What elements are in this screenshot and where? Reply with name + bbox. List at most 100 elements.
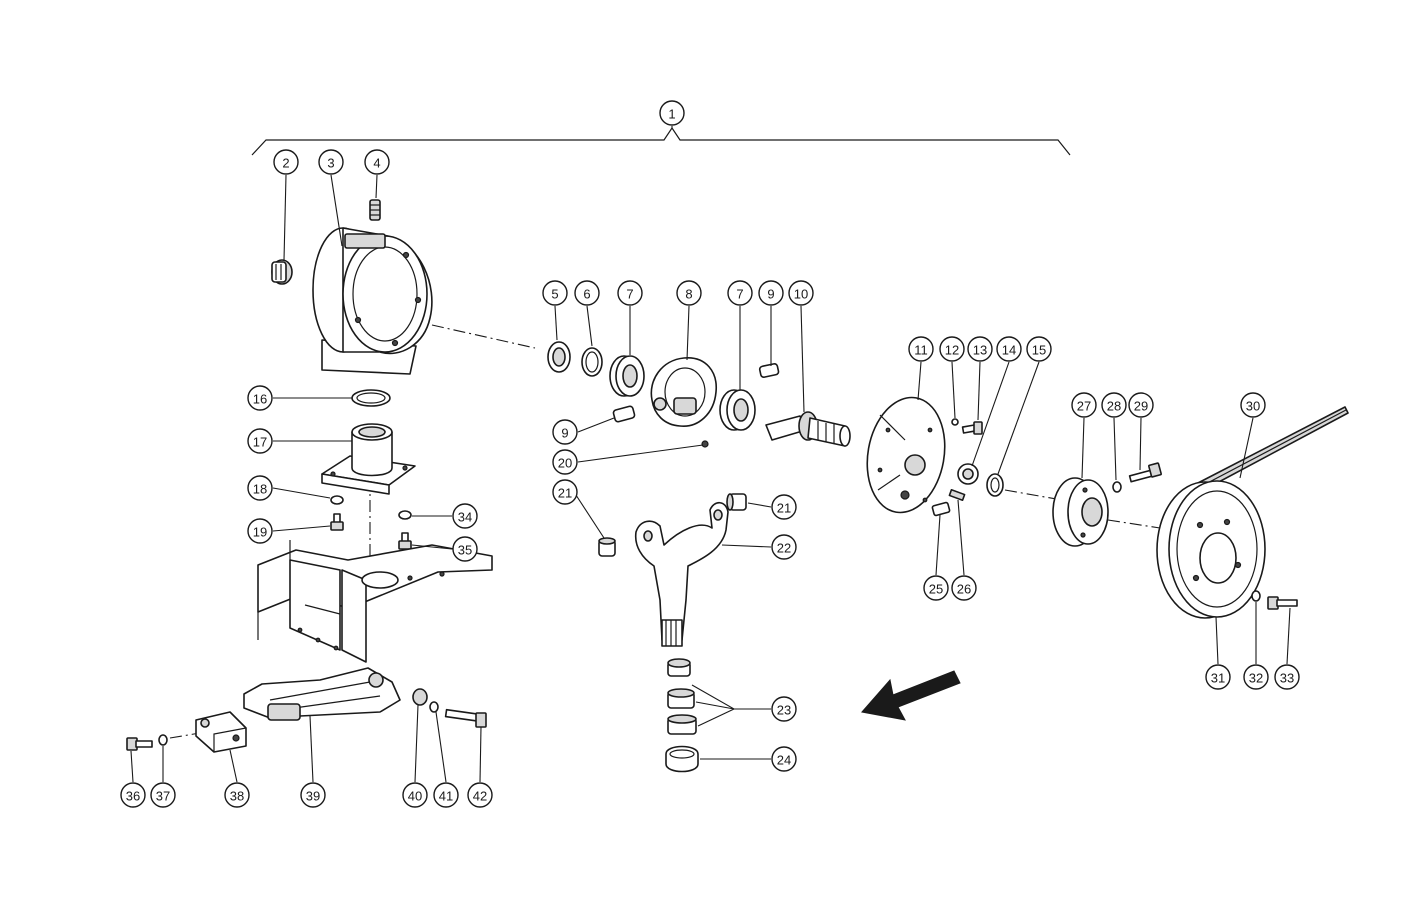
- callout-6: 6: [574, 280, 600, 306]
- callout-19: 19: [247, 518, 273, 544]
- svg-text:17: 17: [253, 435, 267, 450]
- part-bolt-33: [1267, 596, 1298, 610]
- part-bolt-35: [398, 532, 412, 550]
- svg-text:18: 18: [253, 482, 267, 497]
- callout-2: 2: [273, 149, 299, 175]
- part-flange-plate: [866, 396, 946, 514]
- part-gear-housing: [312, 227, 433, 375]
- svg-text:9: 9: [561, 426, 568, 441]
- svg-text:6: 6: [583, 287, 590, 302]
- part-washer-34: [398, 510, 412, 520]
- callout-13: 13: [967, 336, 993, 362]
- callout-14: 14: [996, 336, 1022, 362]
- callout-21a: 21: [552, 479, 578, 505]
- callout-41: 41: [433, 782, 459, 808]
- part-washer-32: [1251, 590, 1261, 602]
- svg-text:29: 29: [1134, 399, 1148, 414]
- callout-27: 27: [1071, 392, 1097, 418]
- svg-text:14: 14: [1002, 343, 1016, 358]
- part-bushing: [957, 463, 979, 485]
- callout-15: 15: [1026, 336, 1052, 362]
- svg-text:33: 33: [1280, 671, 1294, 686]
- part-washer-12: [951, 418, 959, 426]
- part-pin-upper: [758, 362, 780, 378]
- callout-5: 5: [542, 280, 568, 306]
- part-fork-shaft: [634, 501, 729, 647]
- part-grease-nipple: [369, 199, 381, 221]
- callout-29: 29: [1128, 392, 1154, 418]
- part-seal-15: [986, 473, 1004, 497]
- part-needle-bearing-bottom: [667, 714, 697, 735]
- part-pulley: [1156, 480, 1266, 619]
- svg-text:34: 34: [458, 510, 472, 525]
- callout-11: 11: [908, 336, 934, 362]
- callout-20: 20: [552, 449, 578, 475]
- svg-text:25: 25: [929, 582, 943, 597]
- part-bolt-29: [1128, 462, 1162, 483]
- svg-text:39: 39: [306, 789, 320, 804]
- part-pin-lower: [612, 405, 636, 423]
- part-seal: [547, 341, 571, 373]
- part-washer-37: [158, 734, 168, 746]
- svg-text:9: 9: [767, 287, 774, 302]
- part-o-ring: [351, 389, 391, 407]
- callout-22: 22: [771, 534, 797, 560]
- callout-7b: 7: [727, 280, 753, 306]
- callout-8: 8: [676, 280, 702, 306]
- svg-text:7: 7: [626, 287, 633, 302]
- part-mounting-flange: [321, 423, 416, 495]
- svg-text:16: 16: [253, 392, 267, 407]
- part-bolt-42: [444, 708, 487, 728]
- svg-text:22: 22: [777, 541, 791, 556]
- part-needle-bushing-left: [598, 537, 616, 557]
- callout-26: 26: [951, 575, 977, 601]
- part-input-shaft: [765, 411, 851, 447]
- part-key: [948, 488, 966, 502]
- callout-25: 25: [923, 575, 949, 601]
- part-bushing-40: [412, 688, 428, 706]
- callout-10: 10: [788, 280, 814, 306]
- callout-38: 38: [224, 782, 250, 808]
- part-frame: [257, 540, 493, 663]
- svg-text:13: 13: [973, 343, 987, 358]
- part-ball-bearing-right: [719, 389, 756, 431]
- callout-24: 24: [771, 746, 797, 772]
- axis-centerline-arm: [169, 732, 201, 739]
- part-seal-24: [665, 745, 699, 773]
- svg-text:28: 28: [1107, 399, 1121, 414]
- callout-23: 23: [771, 696, 797, 722]
- part-needle-bearing-mid: [667, 688, 695, 709]
- callout-17: 17: [247, 428, 273, 454]
- svg-text:7: 7: [736, 287, 743, 302]
- callout-7a: 7: [617, 280, 643, 306]
- svg-text:30: 30: [1246, 399, 1260, 414]
- part-yoke-housing: [650, 357, 717, 427]
- part-hub: [1052, 477, 1109, 547]
- callout-9b: 9: [552, 419, 578, 445]
- callout-34: 34: [452, 503, 478, 529]
- callout-4: 4: [364, 149, 390, 175]
- direction-arrow-icon: [861, 670, 961, 721]
- callout-39: 39: [300, 782, 326, 808]
- callout-35: 35: [452, 536, 478, 562]
- svg-text:1: 1: [668, 107, 675, 122]
- callout-31: 31: [1205, 664, 1231, 690]
- leader-lines: [130, 174, 1291, 783]
- svg-text:20: 20: [558, 456, 572, 471]
- part-clamp: [195, 711, 247, 753]
- part-circlip: [581, 347, 603, 377]
- callout-40: 40: [402, 782, 428, 808]
- axis-centerline-right: [1004, 489, 1063, 501]
- part-lever-arm: [243, 667, 401, 721]
- axis-centerline-main: [431, 324, 536, 349]
- part-bolt-19: [330, 513, 344, 531]
- part-small-screw: [701, 440, 709, 448]
- callout-3: 3: [318, 149, 344, 175]
- svg-text:32: 32: [1249, 671, 1263, 686]
- svg-text:12: 12: [945, 343, 959, 358]
- svg-text:31: 31: [1211, 671, 1225, 686]
- svg-text:37: 37: [156, 789, 170, 804]
- svg-text:41: 41: [439, 789, 453, 804]
- axis-centerline-pulley: [1107, 519, 1161, 529]
- callout-37: 37: [150, 782, 176, 808]
